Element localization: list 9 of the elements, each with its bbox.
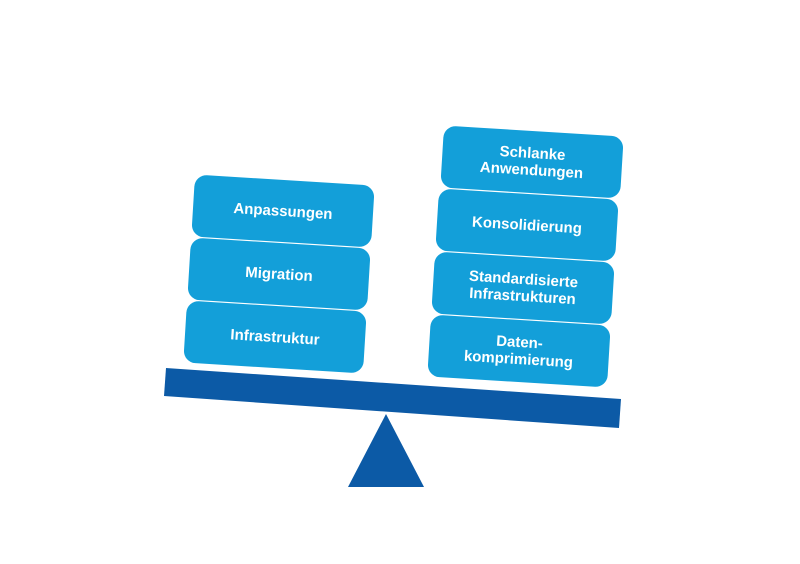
block-label: Anpassungen xyxy=(232,200,334,222)
stacked-block xyxy=(183,300,367,374)
block-label: Standardisierte Infrastrukturen xyxy=(468,267,580,309)
block-label: Konsolidierung xyxy=(472,213,582,237)
block-label: Infrastruktur xyxy=(230,326,320,348)
stacked-block xyxy=(427,314,611,388)
block-label: Daten- komprimierung xyxy=(462,332,574,372)
block-label: Schlanke Anwendungen xyxy=(478,142,585,183)
block-label: Migration xyxy=(244,263,314,285)
